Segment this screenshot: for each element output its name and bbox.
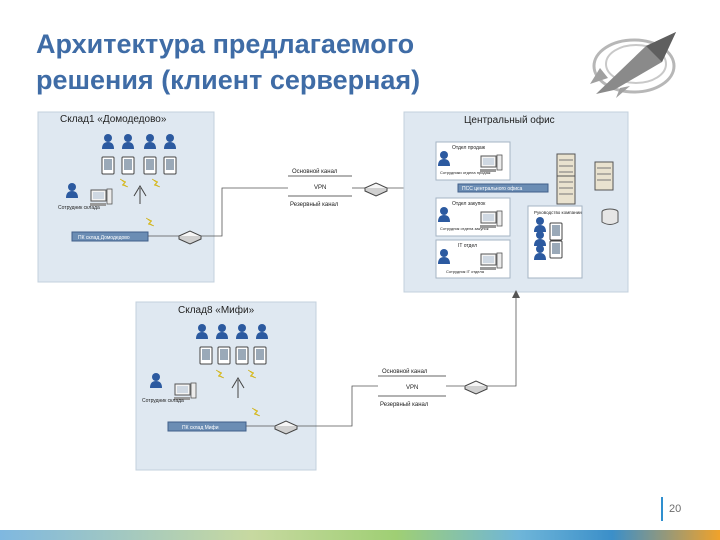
purchase-dept-label: Отдел закупок: [452, 201, 486, 207]
tablet-icon: [143, 156, 157, 175]
router-icon: [364, 182, 388, 197]
sales-dept-label: Отдел продаж: [452, 145, 486, 151]
router-icon: [464, 380, 488, 395]
link2-backup-label: Резервный канал: [380, 401, 429, 408]
warehouse8-employee-label: Сотрудник склада: [142, 398, 184, 404]
tablet-icon: [217, 346, 231, 365]
sales-dept-sub-label: Сотрудники отдела продаж: [440, 170, 491, 175]
warehouse1-panel: Склад1 «Домодедово» Сотрудник склада ПК …: [37, 111, 215, 283]
server-icon: [556, 175, 576, 205]
tablet-icon: [121, 156, 135, 175]
bottom-color-stripe: [0, 530, 720, 540]
link2-main-label: Основной канал: [382, 368, 428, 375]
tablet-icon: [163, 156, 177, 175]
warehouse1-pc-bar: [71, 231, 149, 242]
page-number: 20: [669, 503, 682, 515]
link2-channel: Основной канал VPN Резервный канал: [297, 290, 520, 427]
central-server-bar: [457, 183, 549, 193]
management-label: Руководство компании: [534, 210, 582, 215]
it-dept-sub-label: Сотрудник IT отдела: [446, 269, 485, 274]
warehouse1-employee-label: Сотрудник склада: [58, 205, 100, 211]
purchase-dept-sub-label: Сотрудник отдела закупок: [440, 226, 489, 231]
link1-channel: Основной канал VPN Резервный канал: [201, 168, 404, 237]
page-number-divider: [661, 497, 663, 521]
pc-icon: [89, 188, 113, 207]
slide-title: Архитектура предлагаемого решения (клиен…: [36, 26, 556, 98]
tablet-icon: [253, 346, 267, 365]
tablet-icon: [549, 222, 563, 241]
central-office-panel: Центральный офис Отдел продаж Сотрудники…: [403, 111, 629, 293]
link1-main-label: Основной канал: [292, 168, 338, 175]
rocket-logo-icon: [590, 32, 676, 98]
central-office-title: Центральный офис: [464, 114, 555, 126]
slide-title-line2: решения (клиент серверная): [36, 65, 421, 95]
warehouse8-title: Склад8 «Мифи»: [178, 304, 255, 316]
warehouse1-pc-label: ПК склад Домодедово: [78, 235, 130, 241]
database-icon: [601, 208, 619, 225]
server-icon: [594, 161, 614, 191]
link1-vpn-label: VPN: [314, 185, 326, 191]
access-point-icon: [231, 377, 245, 398]
link1-backup-label: Резервный канал: [290, 201, 339, 208]
warehouse8-panel: Склад8 «Мифи» Сотрудник склада ПК склад …: [135, 301, 317, 471]
tablet-icon: [235, 346, 249, 365]
it-dept-label: IT отдел: [458, 243, 477, 249]
link2-vpn-label: VPN: [406, 385, 418, 391]
access-point-icon: [133, 185, 147, 204]
tablet-icon: [199, 346, 213, 365]
slide-title-line1: Архитектура предлагаемого: [36, 29, 415, 59]
tablet-icon: [101, 156, 115, 175]
warehouse8-pc-bar: [167, 421, 247, 432]
warehouse1-title: Склад1 «Домодедово»: [60, 114, 167, 125]
central-server-label: ПСС центрального офиса: [462, 186, 523, 192]
tablet-icon: [549, 240, 563, 259]
pc-icon: [479, 252, 503, 271]
warehouse8-pc-label: ПК склад Мифи: [182, 425, 219, 431]
